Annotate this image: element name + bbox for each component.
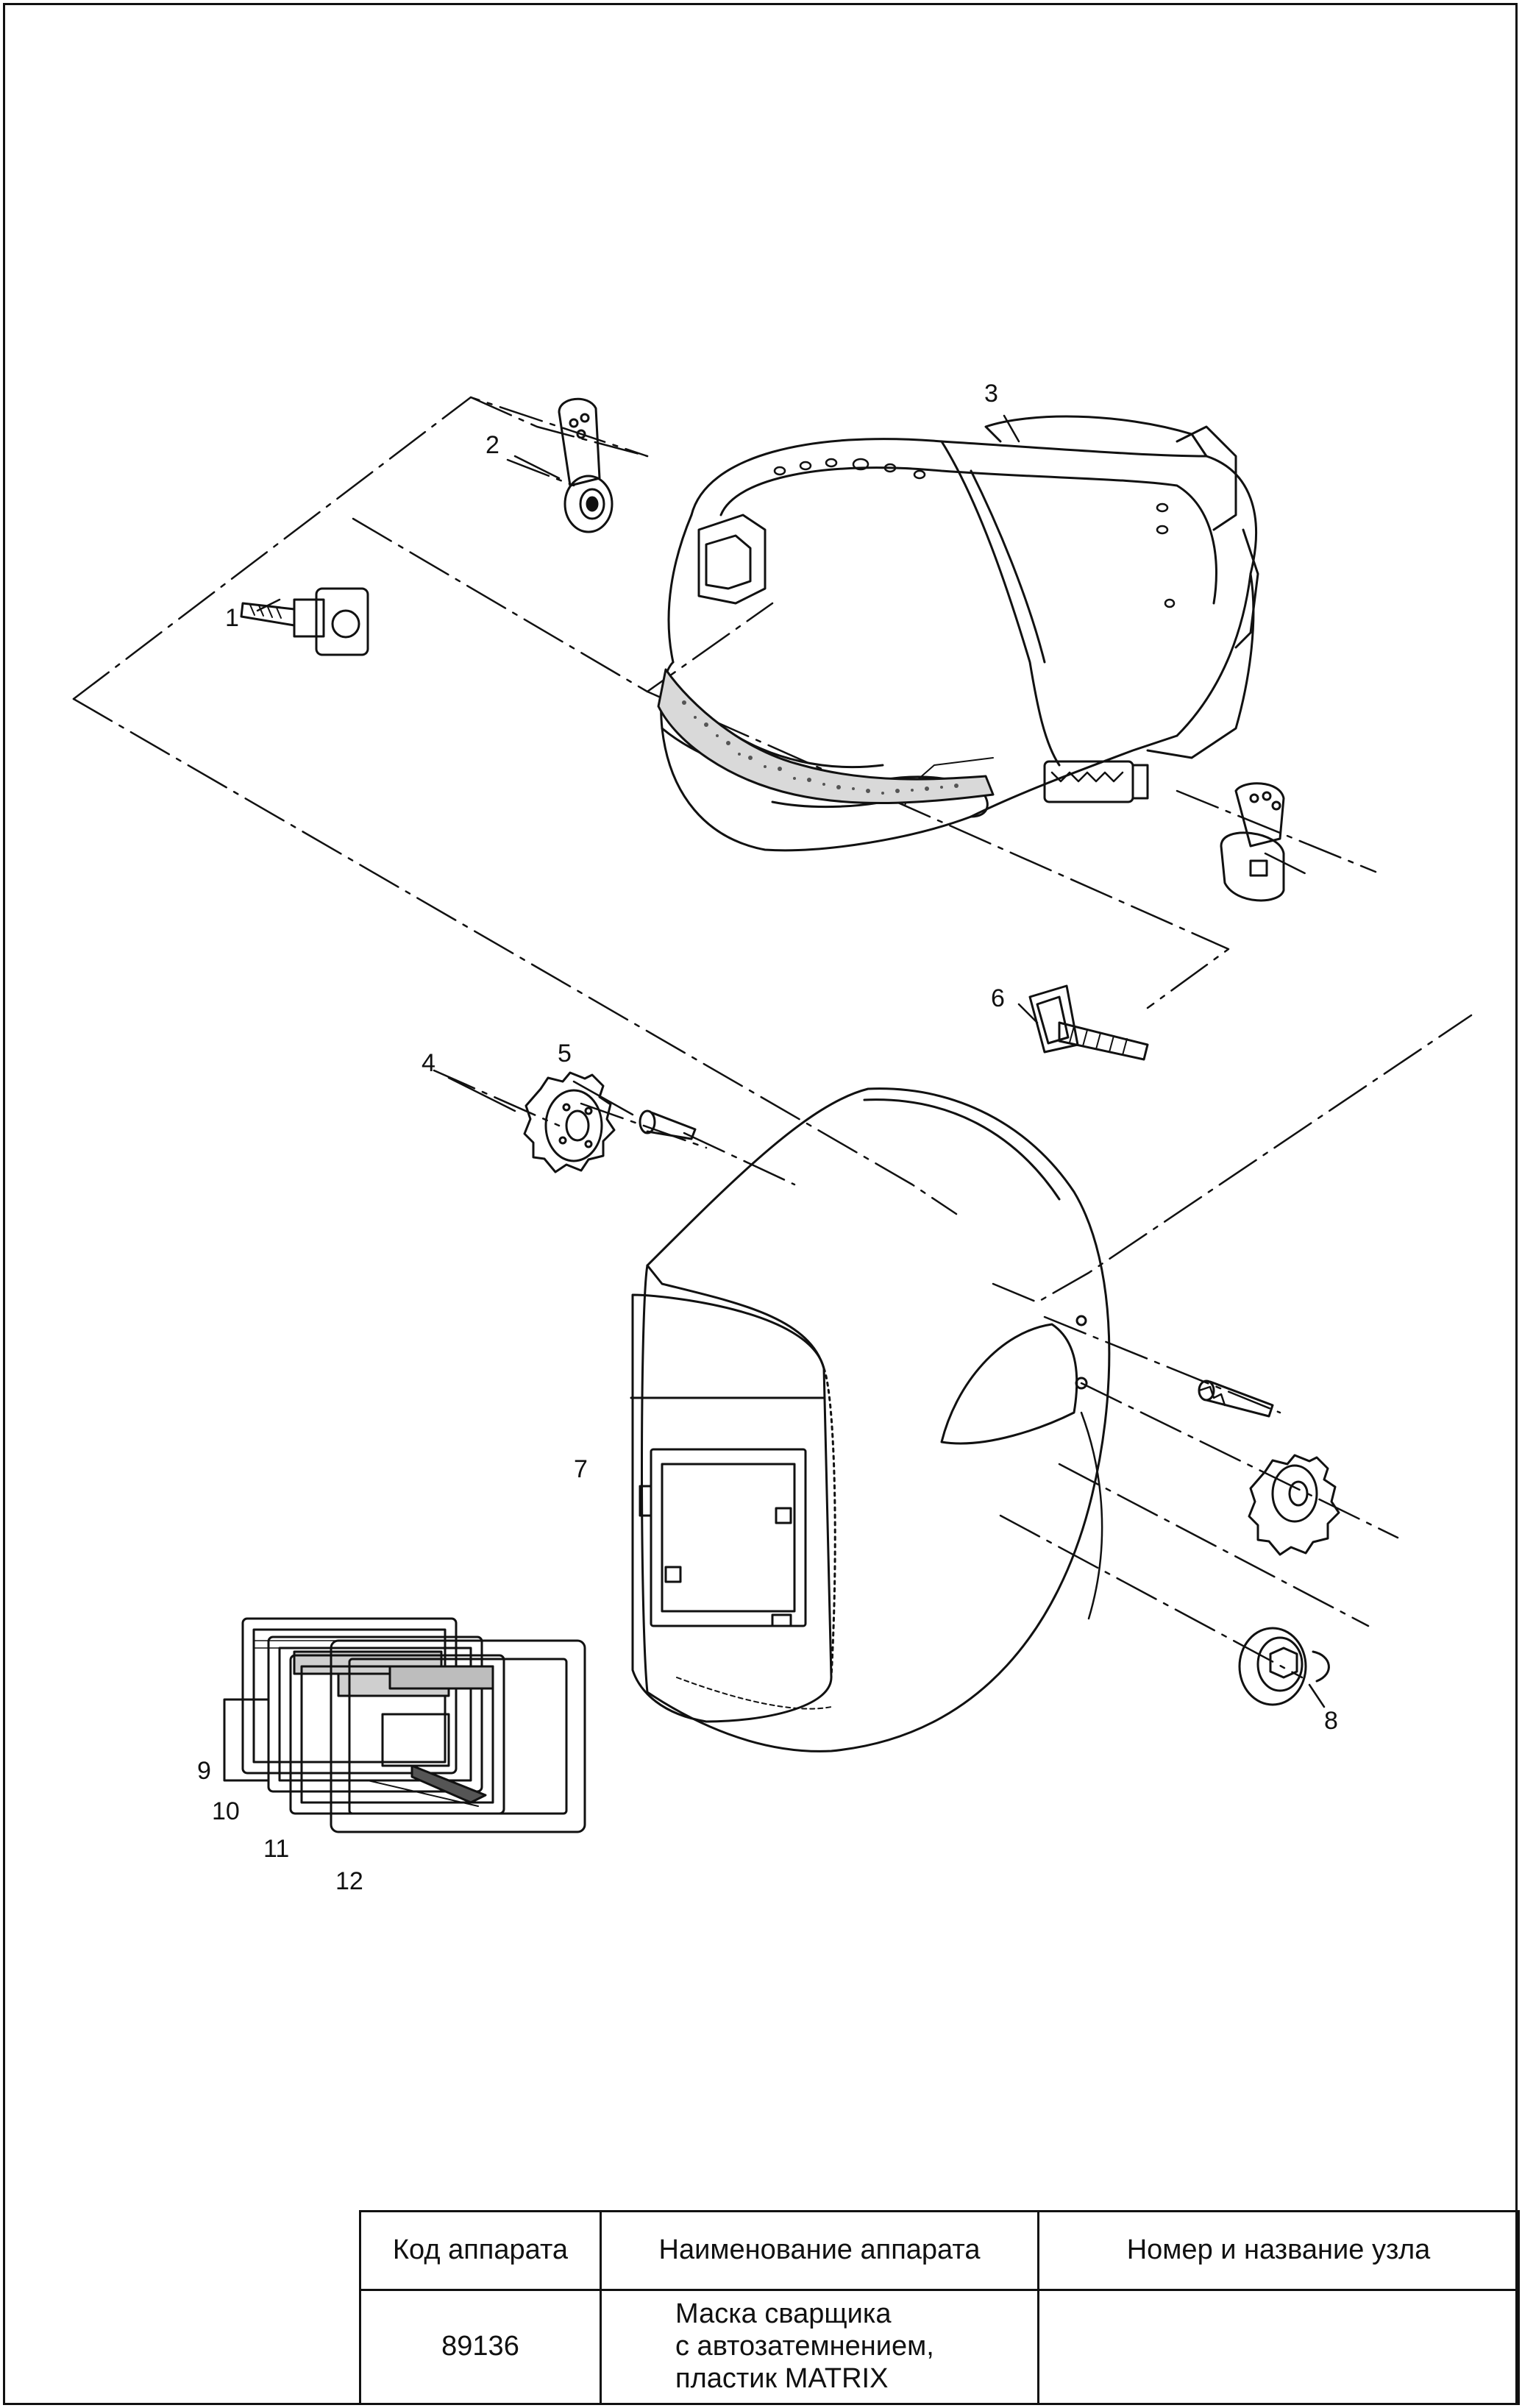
callout-3: 3 [984, 380, 998, 408]
callout-7: 7 [574, 1455, 588, 1483]
part-4-knob [523, 1071, 616, 1173]
device-name: Маска сварщика с автозатемнением, пласти… [600, 2289, 1039, 2405]
callout-4: 4 [422, 1049, 435, 1077]
callout-9: 9 [197, 1757, 211, 1785]
headgear-harness [657, 415, 1259, 852]
unit-number-value [1037, 2289, 1520, 2405]
device-name-line-1: Маска сварщика [675, 2298, 892, 2330]
device-name-line-2: с автозатемнением, [675, 2331, 934, 2362]
header-unit-number: Номер и название узла [1037, 2210, 1520, 2291]
title-block-header-row: Код аппарата Наименование аппарата Номер… [359, 2210, 1520, 2291]
right-knob [1198, 1379, 1340, 1556]
device-code: 89136 [359, 2289, 602, 2405]
callout-8: 8 [1324, 1707, 1338, 1735]
callout-12: 12 [335, 1867, 363, 1895]
part-6-pivot-bolt [1028, 984, 1149, 1061]
callout-5: 5 [558, 1040, 572, 1068]
callout-10: 10 [212, 1797, 240, 1825]
callout-2: 2 [486, 431, 499, 459]
callout-11: 11 [263, 1835, 290, 1863]
callout-1: 1 [225, 604, 239, 632]
callout-6: 6 [991, 984, 1005, 1012]
part-2-pivot-lever [558, 397, 614, 533]
drawing-frame [3, 3, 1518, 2405]
harness-holes [773, 458, 1176, 608]
assembly-lines [72, 396, 1473, 1679]
sweatband-texture [682, 700, 959, 795]
title-block-table: Код аппарата Наименование аппарата Номер… [359, 2210, 1520, 2405]
header-device-code: Код аппарата [359, 2210, 602, 2291]
exploded-view-drawing [72, 396, 1473, 1833]
device-name-line-3: пластик MATRIX [675, 2362, 889, 2394]
header-device-name: Наименование аппарата [600, 2210, 1039, 2291]
right-pivot-lever [1220, 782, 1285, 902]
part-5-pin [639, 1109, 697, 1140]
part-7-helmet-shell [630, 1087, 1111, 1752]
title-block-value-row: 89136 Маска сварщика с автозатемнением, … [359, 2289, 1520, 2405]
part-8-nut [1238, 1627, 1330, 1706]
parts-9-12-lens-stack [223, 1617, 586, 1833]
part-1-pivot-bolt [240, 587, 369, 656]
